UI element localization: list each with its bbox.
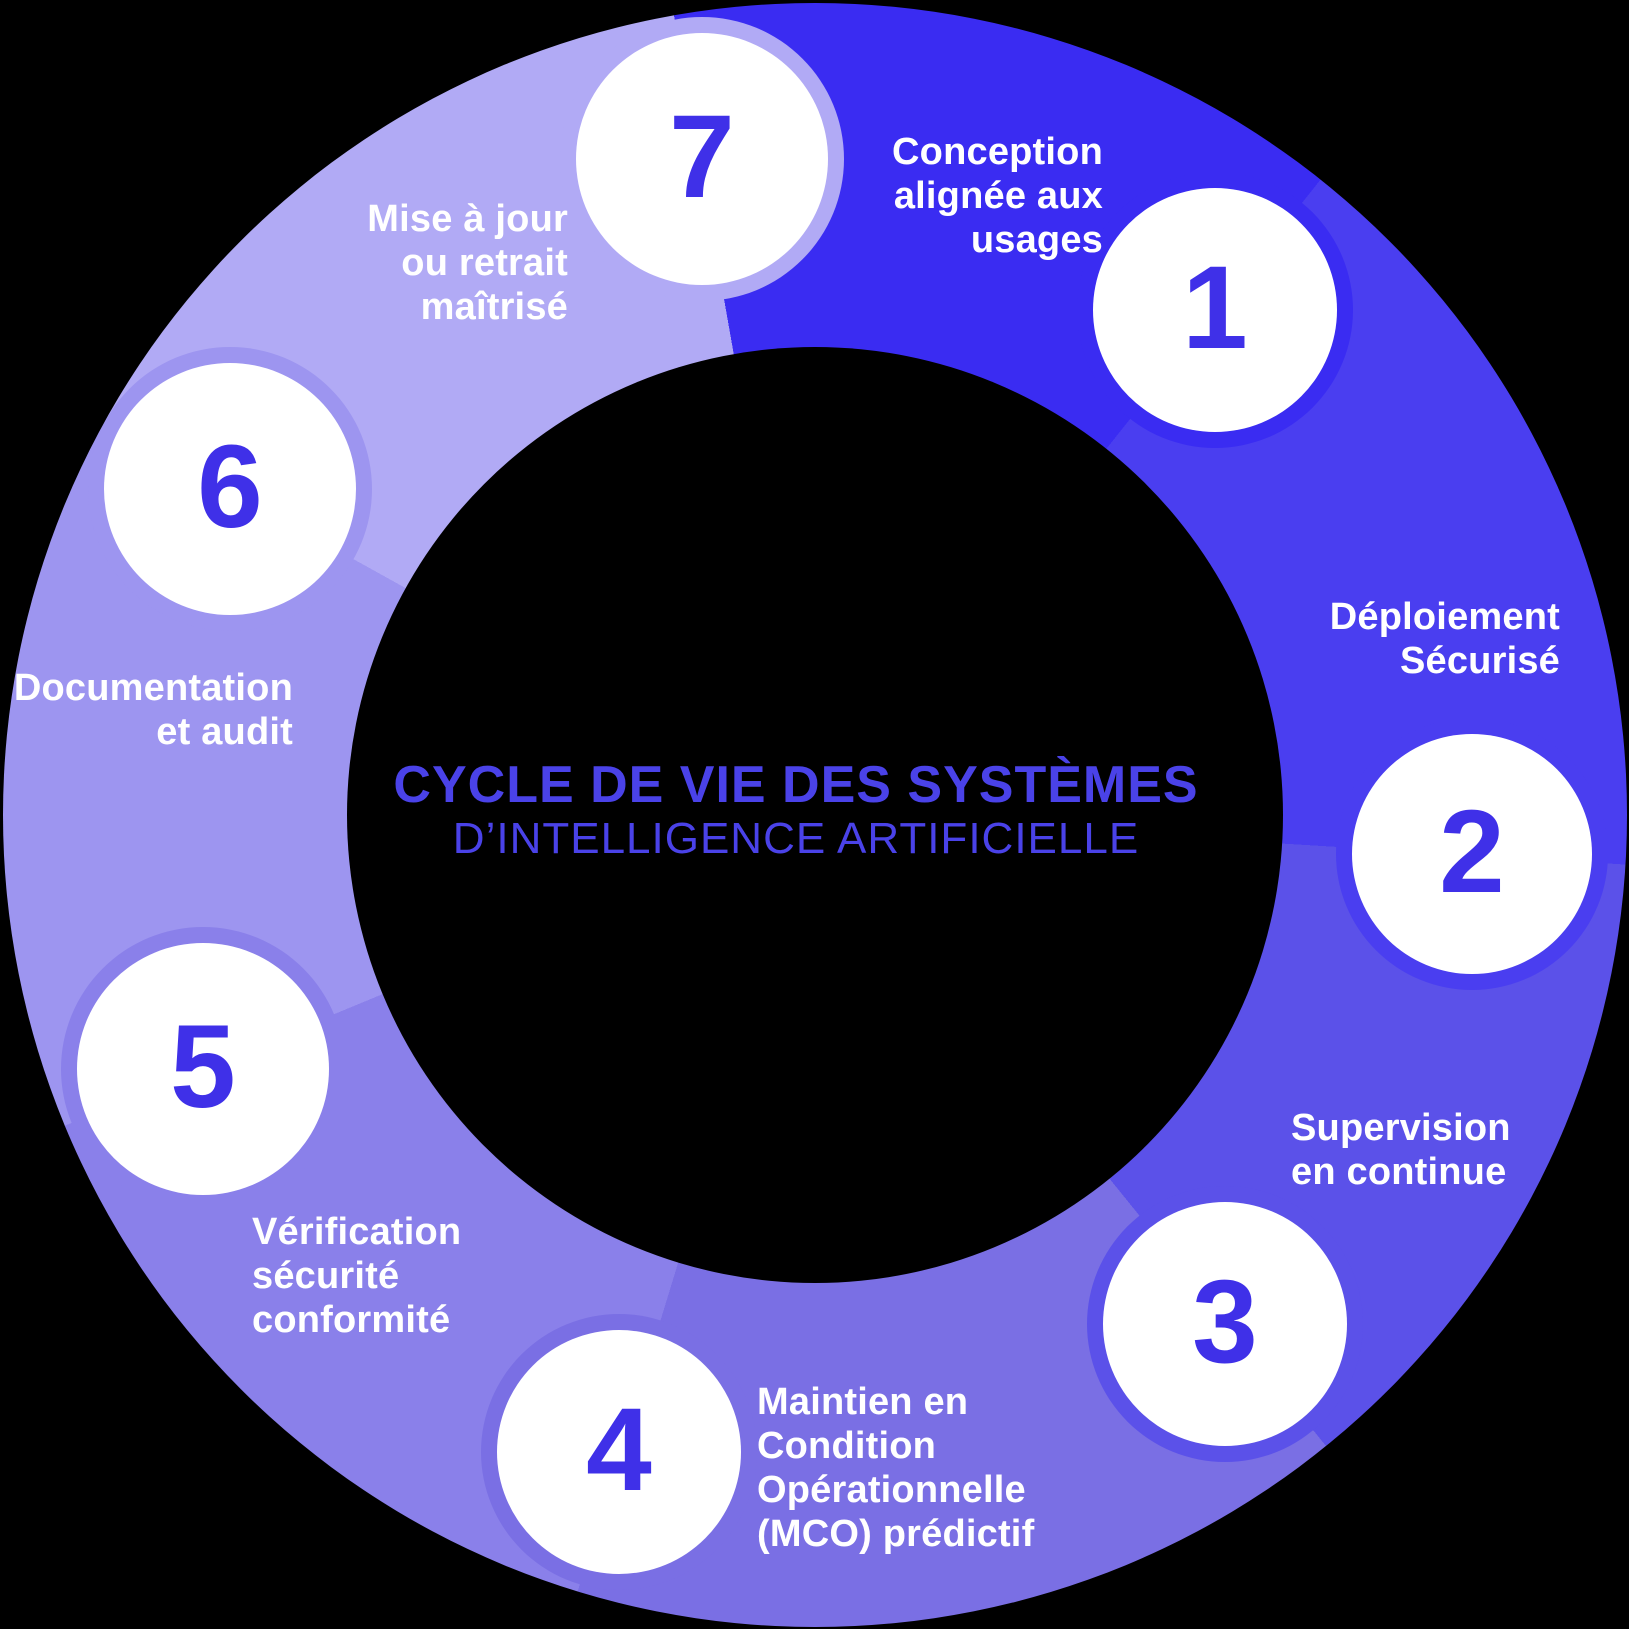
step-1-circle: 1	[1093, 188, 1337, 432]
step-3-number: 3	[1192, 1256, 1258, 1388]
step-5-circle: 5	[77, 943, 329, 1195]
step-4-circle: 4	[497, 1330, 741, 1574]
center-title: CYCLE DE VIE DES SYSTÈMES D’INTELLIGENCE…	[0, 756, 1592, 864]
step-7-circle: 7	[576, 33, 828, 285]
ring-inner-hole	[347, 347, 1283, 1283]
step-2-circle: 2	[1352, 734, 1592, 974]
step-1-number: 1	[1182, 242, 1248, 374]
step-6-circle: 6	[104, 363, 356, 615]
step-2-number: 2	[1439, 786, 1505, 918]
step-6-number: 6	[197, 421, 263, 553]
center-title-line2: D’INTELLIGENCE ARTIFICIELLE	[452, 814, 1140, 863]
step-3-circle: 3	[1103, 1202, 1347, 1446]
center-title-line1: CYCLE DE VIE DES SYSTÈMES	[393, 756, 1199, 814]
step-4-number: 4	[586, 1384, 652, 1516]
step-7-number: 7	[669, 91, 735, 223]
step-5-number: 5	[170, 1001, 236, 1133]
